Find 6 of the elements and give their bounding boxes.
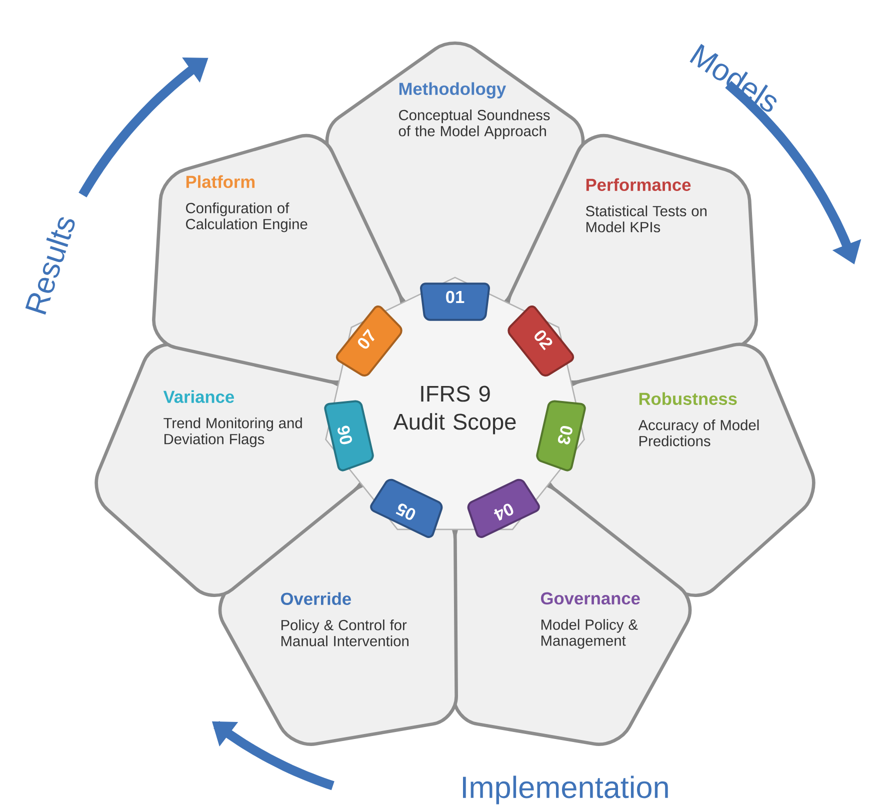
number-tab: 05 <box>370 478 443 538</box>
number-tab: 07 <box>336 306 402 376</box>
direction-label: Results <box>25 217 75 315</box>
number-tab: 02 <box>508 306 574 376</box>
direction-label: Implementation <box>463 776 668 804</box>
number-tab: 04 <box>467 478 540 538</box>
